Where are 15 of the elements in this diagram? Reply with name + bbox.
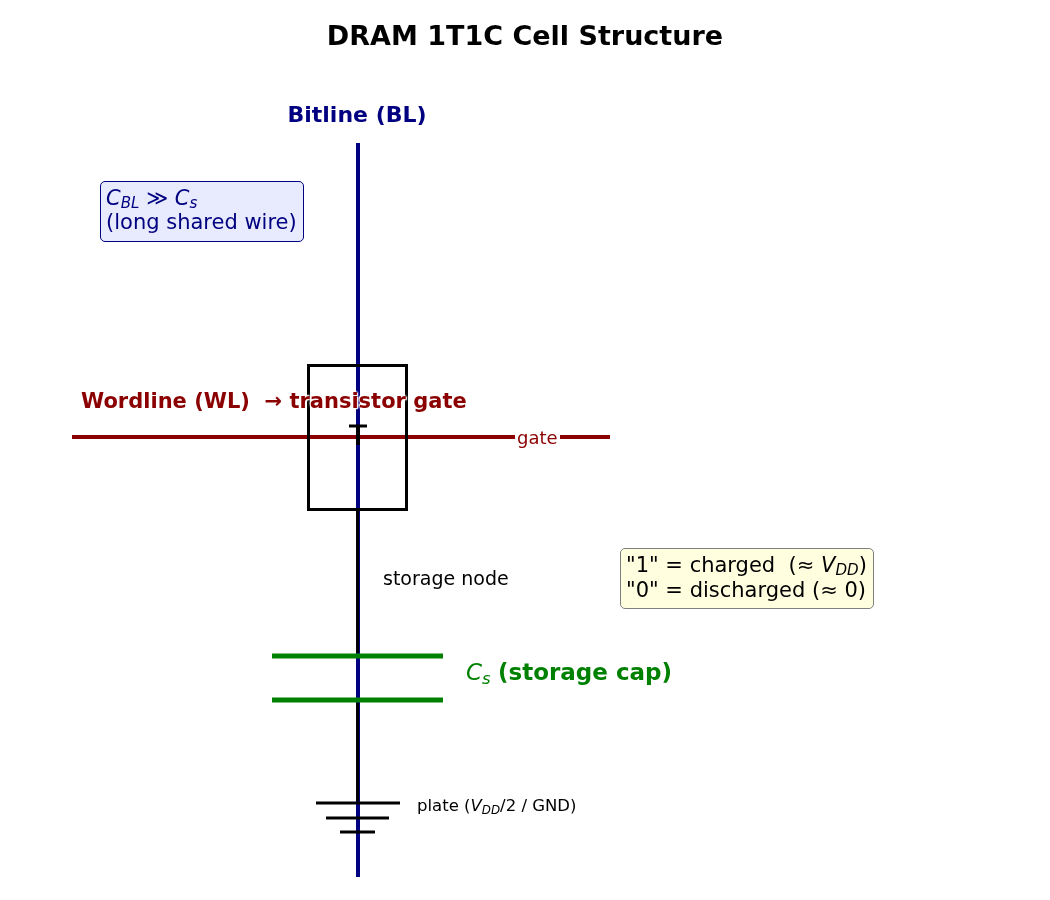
capacitor-label: C$_{s}$ (storage cap)	[466, 657, 673, 687]
capacitor-symbol	[272, 653, 443, 703]
note-text: "0" = discharged (≈ 0)	[626, 578, 867, 603]
note-text: C$_{BL}$ ≫ C$_{s}$	[106, 186, 199, 210]
wire	[356, 511, 359, 653]
wire	[356, 703, 359, 801]
plate-label: plate (V$_{DD}$/2 / GND)	[417, 794, 577, 816]
note-text: "1" = charged (≈ V$_{DD}$)	[626, 553, 868, 578]
note-text: (long shared wire)	[106, 210, 298, 234]
title: DRAM 1T1C Cell Structure	[326, 19, 724, 53]
note-box	[100, 181, 304, 242]
edge-label: storage node	[383, 566, 509, 590]
note-box	[620, 548, 874, 609]
bitline-label: Bitline (BL)	[287, 101, 427, 129]
ground-symbol	[316, 801, 400, 834]
